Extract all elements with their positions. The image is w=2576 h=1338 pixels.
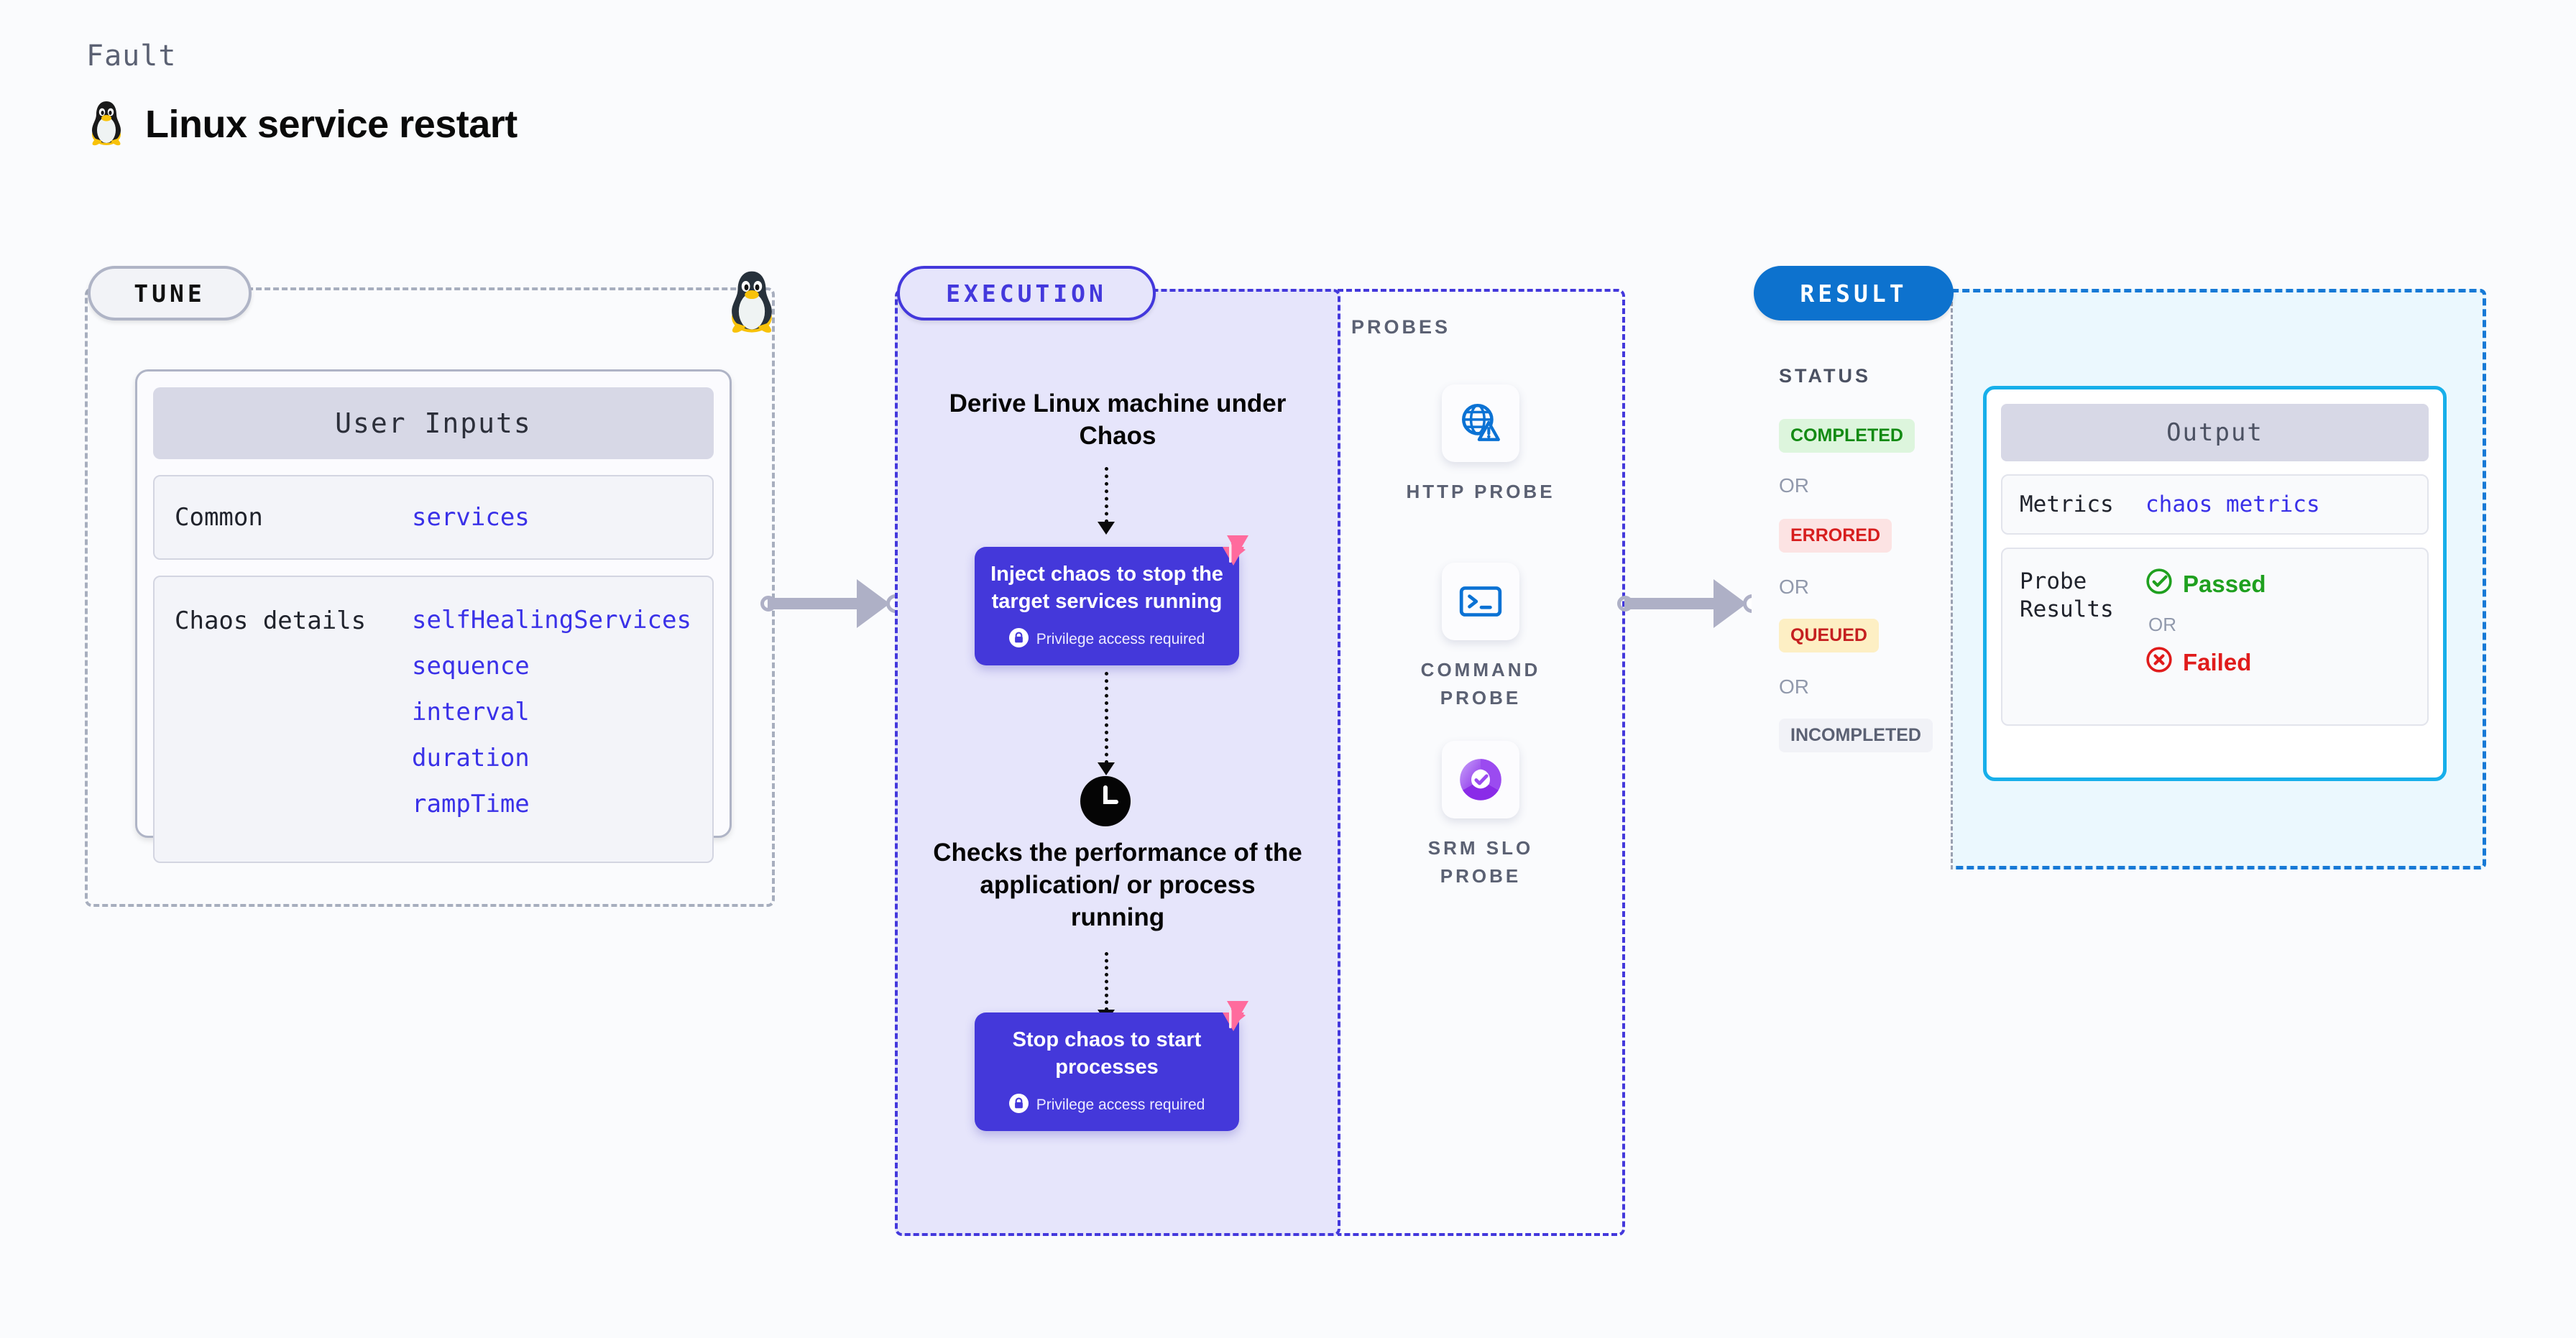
or-label: OR [1779, 576, 1809, 598]
output-row-metrics: Metrics chaos metrics [2001, 474, 2429, 535]
connector-line [1624, 598, 1725, 609]
flow-arrow-head [1098, 522, 1115, 535]
probe-srm-slo[interactable]: SRM SLO PROBE [1387, 741, 1574, 890]
title-row: Linux service restart [86, 98, 518, 149]
tune-row-key: Chaos details [175, 606, 367, 635]
tune-panel: User Inputs Common services Chaos detail… [85, 287, 775, 907]
probes-label: PROBES [1351, 316, 1451, 338]
result-badge[interactable]: RESULT [1754, 266, 1954, 320]
verdict-passed: Passed [2145, 568, 2266, 601]
verdict-failed: Failed [2145, 646, 2266, 679]
status-badge-errored: ERRORED [1779, 519, 1892, 553]
or-label: OR [2148, 614, 2176, 635]
harness-logo-icon [1210, 998, 1251, 1040]
status-badge-completed: COMPLETED [1779, 419, 1915, 453]
or-label: OR [1779, 474, 1809, 497]
tux-penguin-icon [719, 267, 785, 333]
execution-step-2: Checks the performance of the applicatio… [933, 839, 1302, 931]
page-title: Linux service restart [145, 102, 518, 146]
privilege-note: Privilege access required [1008, 628, 1205, 651]
output-row-key: Probe Results [2020, 568, 2114, 622]
flow-arrow-head [1098, 762, 1115, 775]
output-row-key: Metrics [2020, 491, 2114, 517]
tune-row-values: selfHealingServices sequence interval du… [412, 606, 691, 818]
connector-line [768, 598, 868, 609]
x-circle-icon [2145, 646, 2173, 679]
probe-http[interactable]: HTTP PROBE [1387, 384, 1574, 506]
tune-value[interactable]: interval [412, 698, 530, 726]
status-badge-queued: QUEUED [1779, 619, 1879, 652]
slo-donut-check-icon [1442, 741, 1519, 818]
probe-label: SRM SLO PROBE [1427, 837, 1534, 887]
user-inputs-card: User Inputs Common services Chaos detail… [135, 369, 732, 863]
tune-row-chaos-details: Chaos details selfHealingServices sequen… [153, 576, 714, 863]
tune-badge[interactable]: TUNE [88, 266, 252, 320]
connector-arrow-head [857, 579, 890, 628]
user-inputs-title: User Inputs [153, 387, 714, 459]
page-header: Fault Linux service restart [86, 40, 518, 149]
harness-logo-icon [1210, 532, 1251, 574]
status-badge-incompleted: INCOMPLETED [1779, 719, 1933, 752]
flow-connector [1105, 672, 1108, 764]
card-title: Stop chaos to start processes [1012, 1028, 1202, 1079]
connector-arrow-head [1714, 579, 1747, 628]
probe-verdicts: Passed OR Failed [2145, 568, 2266, 679]
output-title: Output [2001, 404, 2429, 461]
tux-penguin-icon [86, 98, 126, 149]
lock-icon [1008, 1094, 1029, 1117]
tune-value[interactable]: rampTime [412, 790, 530, 818]
globe-warning-icon [1442, 384, 1519, 462]
lock-icon [1008, 628, 1029, 651]
privilege-text: Privilege access required [1036, 1097, 1205, 1114]
output-card: Output Metrics chaos metrics Probe Resul… [1983, 386, 2447, 781]
tune-row-values: services [412, 503, 530, 532]
tune-value[interactable]: sequence [412, 652, 530, 680]
tune-row-key: Common [175, 502, 263, 532]
clock-icon [1080, 776, 1131, 830]
flow-connector [1105, 467, 1108, 523]
check-circle-icon [2145, 568, 2173, 601]
tune-row-common: Common services [153, 475, 714, 560]
probe-label: COMMAND PROBE [1420, 659, 1541, 709]
tune-value[interactable]: services [412, 503, 530, 532]
eyebrow-label: Fault [86, 40, 177, 73]
privilege-note: Privilege access required [1008, 1094, 1205, 1117]
probe-command[interactable]: COMMAND PROBE [1387, 563, 1574, 712]
status-column [1752, 289, 1953, 869]
privilege-text: Privilege access required [1036, 631, 1205, 648]
terminal-icon [1442, 563, 1519, 640]
execution-card-inject-chaos[interactable]: Inject chaos to stop the target services… [975, 535, 1248, 666]
execution-card-stop-chaos[interactable]: Stop chaos to start processes Privilege … [975, 1001, 1248, 1132]
flow-connector [1105, 952, 1108, 1011]
verdict-label: Passed [2183, 571, 2266, 597]
probe-label: HTTP PROBE [1406, 481, 1555, 502]
tune-value[interactable]: duration [412, 744, 530, 772]
tune-value[interactable]: selfHealingServices [412, 606, 691, 635]
metrics-value[interactable]: chaos metrics [2145, 492, 2320, 517]
verdict-label: Failed [2183, 649, 2252, 675]
status-label: STATUS [1779, 365, 1871, 387]
execution-step-1: Derive Linux machine under Chaos [949, 389, 1287, 450]
or-label: OR [1779, 675, 1809, 698]
execution-badge[interactable]: EXECUTION [897, 266, 1156, 320]
card-title: Inject chaos to stop the target services… [990, 563, 1223, 613]
output-row-probe-results: Probe Results Passed OR [2001, 548, 2429, 726]
